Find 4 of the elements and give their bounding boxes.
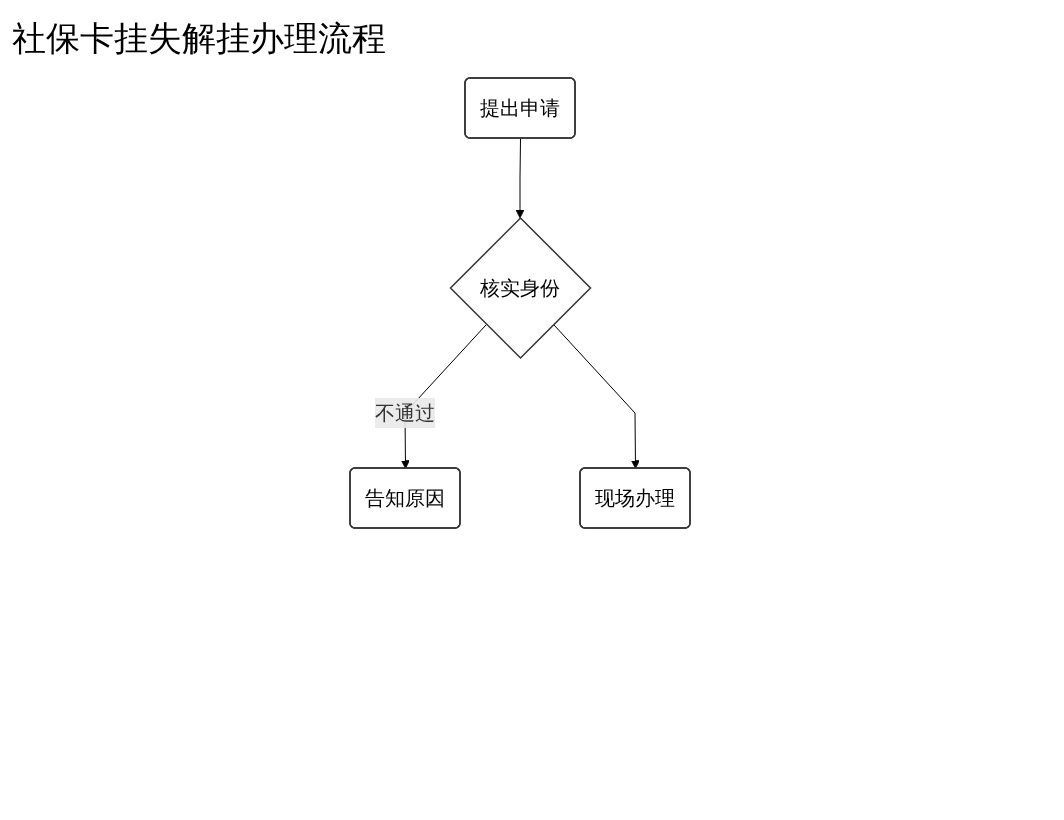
diagram-title: 社保卡挂失解挂办理流程 <box>12 17 386 60</box>
edge-label: 不通过 <box>375 401 435 425</box>
arrow <box>553 323 640 469</box>
node-diamond: 核实身份 <box>449 216 592 360</box>
